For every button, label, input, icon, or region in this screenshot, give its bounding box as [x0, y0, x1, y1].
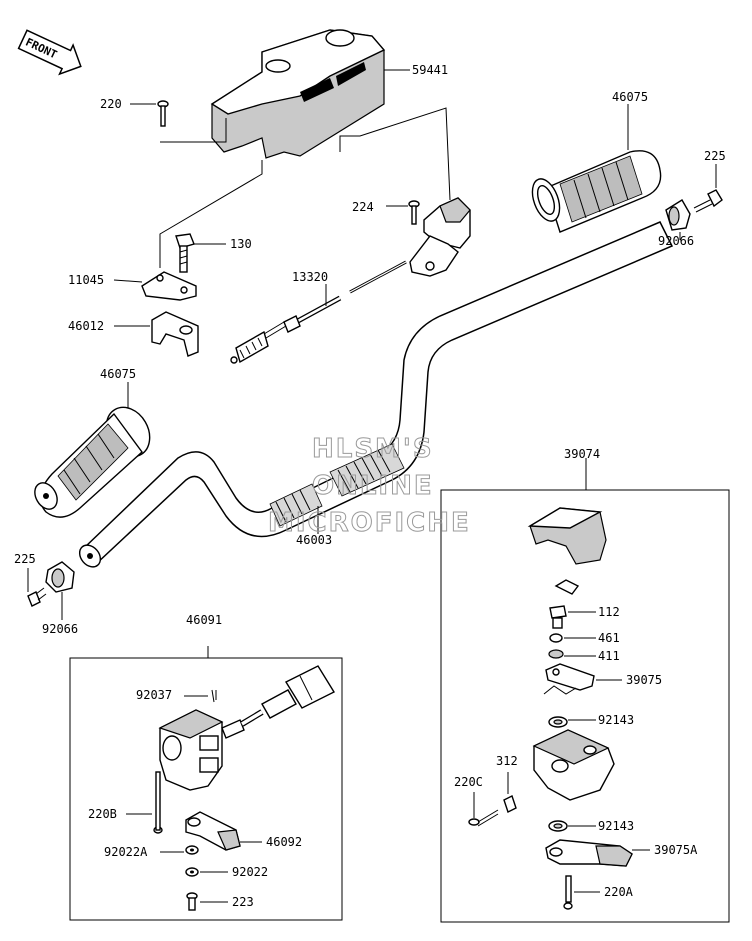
lever-46092 [185, 811, 241, 851]
label-411: 411 [598, 649, 620, 663]
switch-wire-connector [240, 665, 335, 727]
label-92022: 92022 [232, 865, 268, 879]
label-461: 461 [598, 631, 620, 645]
label-13320: 13320 [292, 270, 328, 284]
screw-224 [408, 200, 420, 225]
screw-220 [157, 100, 169, 127]
label-11045: 11045 [68, 273, 104, 287]
screw-220C [468, 809, 499, 827]
label-92022A: 92022A [104, 845, 148, 859]
label-46075-left: 46075 [100, 367, 136, 381]
switch-assembly-box-right [440, 489, 730, 923]
label-220B: 220B [88, 807, 117, 821]
pin-92037 [211, 689, 217, 703]
label-92143-a: 92143 [598, 713, 634, 727]
switch-cover-39074 [527, 507, 607, 565]
bolt-130 [175, 233, 195, 273]
plate-11045 [141, 271, 197, 301]
nut-312 [503, 795, 517, 813]
clamp-46012 [151, 311, 199, 357]
screw-220A [563, 875, 573, 910]
grip-46075-left [34, 406, 151, 518]
front-arrow-icon: FRONT [17, 29, 82, 76]
label-59441: 59441 [412, 63, 448, 77]
label-223: 223 [232, 895, 254, 909]
label-92037: 92037 [136, 688, 172, 702]
handlebar-46003 [78, 221, 674, 568]
label-220A: 220A [604, 885, 634, 899]
switch-assembly-box-left [69, 657, 343, 921]
label-46003: 46003 [296, 533, 332, 547]
label-224: 224 [352, 200, 374, 214]
label-46092: 46092 [266, 835, 302, 849]
label-46012: 46012 [68, 319, 104, 333]
grip-46075-right [531, 150, 662, 233]
label-130: 130 [230, 237, 252, 251]
label-92143-b: 92143 [598, 819, 634, 833]
bracket-39075 [543, 663, 595, 695]
washer-461 [549, 633, 563, 643]
spring-clip [554, 579, 580, 595]
label-46075-top: 46075 [612, 90, 648, 104]
label-39075: 39075 [626, 673, 662, 687]
watermark: HLSM'S ONLINE MICROFICHE [268, 434, 471, 539]
washer-92143-b [548, 820, 568, 832]
screw-220B [153, 771, 163, 834]
label-225-left: 225 [14, 552, 36, 566]
label-312: 312 [496, 754, 518, 768]
label-225-top: 225 [704, 149, 726, 163]
screw-225-right [693, 189, 723, 213]
lever-39075A [545, 839, 633, 867]
throttle-case-cover [210, 29, 386, 159]
nut-411 [548, 649, 564, 659]
label-92066-top: 92066 [658, 234, 694, 248]
watermark-line-3: MICROFICHE [268, 508, 471, 538]
label-112: 112 [598, 605, 620, 619]
washer-92022 [185, 867, 199, 877]
bolt-112 [549, 605, 567, 629]
throttle-cable-13320 [230, 260, 407, 364]
label-46091: 46091 [186, 613, 222, 627]
screw-223 [186, 892, 198, 911]
bar-end-92066-right [665, 199, 691, 231]
label-220: 220 [100, 97, 122, 111]
label-92066-left: 92066 [42, 622, 78, 636]
washer-92143-a [548, 716, 568, 728]
label-39075A: 39075A [654, 843, 698, 857]
screw-225-left [27, 587, 47, 607]
watermark-line-1: HLSM'S [312, 434, 434, 464]
bar-end-92066-left [45, 561, 75, 593]
switch-housing-left [158, 709, 245, 791]
throttle-lever [409, 197, 471, 277]
watermark-line-2: ONLINE [312, 471, 434, 501]
label-39074: 39074 [564, 447, 600, 461]
washer-92022A [185, 845, 199, 855]
switch-housing-right [532, 729, 615, 801]
label-220C: 220C [454, 775, 483, 789]
